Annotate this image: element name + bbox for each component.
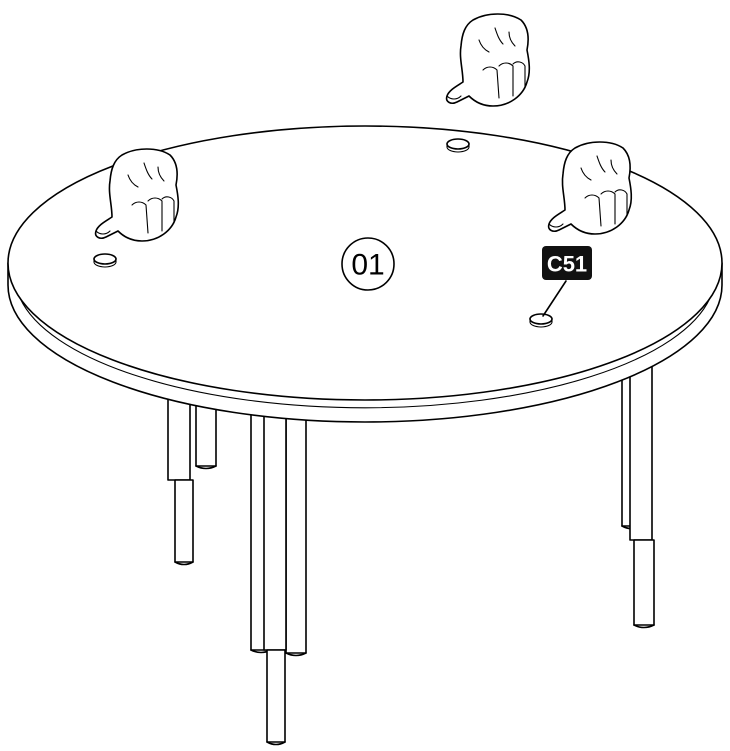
table-leg — [167, 379, 194, 566]
fitting-hole — [93, 253, 117, 268]
table-legs-front — [250, 389, 307, 746]
step-number: 01 — [351, 249, 384, 282]
part-callout: C51 — [542, 246, 592, 317]
fitting-holes — [93, 138, 553, 328]
table-leg — [263, 394, 287, 746]
part-label: C51 — [547, 252, 587, 277]
table-leg — [285, 394, 307, 657]
fitting-hole — [529, 313, 553, 328]
hand-pressing-icon — [445, 13, 531, 107]
hand-pressing-icon — [547, 141, 633, 235]
hand-pressing-icon — [94, 148, 180, 242]
step-number-badge: 01 — [341, 237, 395, 291]
fitting-hole — [446, 138, 470, 153]
table-leg — [629, 359, 655, 629]
